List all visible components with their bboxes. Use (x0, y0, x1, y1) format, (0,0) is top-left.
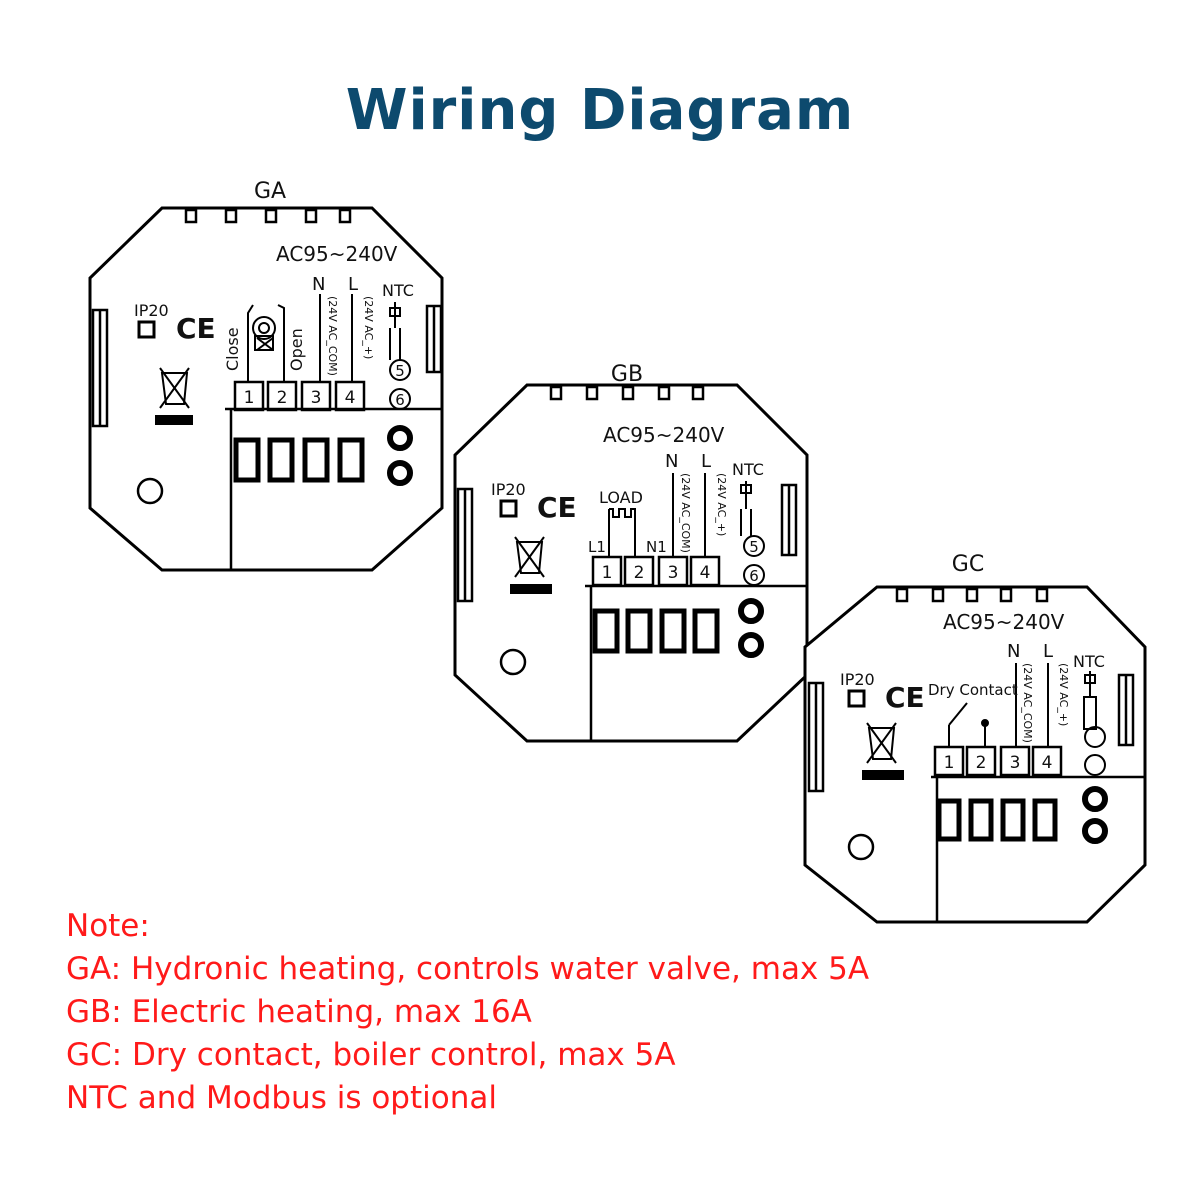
voltage-label: AC95~240V (276, 242, 398, 266)
voltage-label: AC95~240V (943, 610, 1065, 634)
ce-mark: CE (885, 681, 925, 714)
weee-icon (155, 367, 193, 425)
dry-contact-switch-icon (948, 702, 989, 747)
page-title: Wiring Diagram (345, 78, 855, 143)
live-label: L (701, 451, 711, 472)
unit-label-gc: GC (952, 552, 984, 577)
com-label: (24V AC_COM) (1021, 663, 1034, 743)
note-line-gb: GB: Electric heating, max 16A (66, 994, 532, 1030)
ce-mark: CE (537, 491, 577, 524)
thermostat-gc: GC IP20 CE AC95~240V N L NTC (24V AC_COM… (803, 552, 1147, 924)
ip20-label: IP20 (134, 301, 169, 320)
ip20-box (499, 499, 518, 518)
left-clip (807, 681, 825, 793)
plus-label: (24V AC_+) (362, 296, 375, 359)
dry-contact-label: Dry Contact (928, 681, 1018, 699)
neutral-label: N (312, 274, 325, 295)
led-pair (387, 425, 413, 486)
ip20-label: IP20 (491, 480, 526, 499)
thermostat-ga: GA IP20 CE AC95~240V N L NTC (24V AC_COM… (88, 179, 444, 572)
unit-label-gb: GB (611, 362, 643, 387)
connector-block (592, 608, 720, 654)
ip20-box (847, 689, 866, 708)
plus-label: (24V AC_+) (715, 473, 728, 536)
ntc-label: NTC (732, 460, 764, 479)
mount-hole (136, 477, 164, 505)
ntc-terminal-6: 6 (395, 391, 405, 409)
plus-label: (24V AC_+) (1057, 663, 1070, 726)
terminal-1: 1 (602, 563, 613, 583)
unit-label-ga: GA (254, 179, 286, 204)
weee-icon (510, 536, 552, 594)
com-label: (24V AC_COM) (679, 473, 692, 553)
load-label: LOAD (599, 488, 643, 507)
mount-hole (499, 648, 527, 676)
ntc-probe (740, 481, 765, 586)
terminal-4: 4 (345, 388, 356, 408)
terminal-3: 3 (1010, 753, 1021, 773)
terminal-2: 2 (634, 563, 645, 583)
note-heading: Note: (66, 908, 150, 944)
terminal-1: 1 (244, 388, 255, 408)
terminal-block (933, 745, 1063, 777)
load-heater-icon (608, 508, 636, 557)
top-tabs (895, 587, 1049, 603)
ntc-terminal-6: 6 (749, 567, 759, 585)
voltage-label: AC95~240V (603, 423, 725, 447)
left-clip (91, 308, 109, 428)
housing-outline (803, 585, 1147, 924)
ntc-label: NTC (382, 281, 414, 300)
top-tabs (184, 208, 352, 224)
right-clip (425, 304, 443, 374)
right-clip (780, 483, 798, 557)
terminal-2: 2 (976, 753, 987, 773)
live-label: L (1043, 641, 1053, 662)
led-pair (738, 598, 764, 658)
ntc-probe (1083, 671, 1106, 776)
close-label: Close (223, 327, 242, 371)
thermostat-gb: GB IP20 CE AC95~240V N L NTC (24V AC_COM… (453, 362, 809, 743)
terminal-3: 3 (668, 563, 679, 583)
left-clip (456, 487, 474, 603)
ce-mark: CE (176, 312, 216, 345)
n1-label: N1 (646, 538, 667, 556)
terminal-block (233, 380, 366, 412)
notes: Note: GA: Hydronic heating, controls wat… (66, 905, 869, 1120)
ip20-label: IP20 (840, 670, 875, 689)
terminal-4: 4 (700, 563, 711, 583)
valve-icon (247, 304, 285, 382)
weee-icon (862, 722, 904, 780)
open-label: Open (287, 328, 306, 371)
connector-block (233, 437, 365, 483)
terminal-4: 4 (1042, 753, 1053, 773)
ntc-label: NTC (1073, 652, 1105, 671)
note-line-gc: GC: Dry contact, boiler control, max 5A (66, 1037, 676, 1073)
neutral-label: N (665, 451, 678, 472)
mount-hole (847, 833, 875, 861)
ntc-probe (389, 302, 411, 410)
connector-block (936, 798, 1058, 842)
live-label: L (348, 274, 358, 295)
com-label: (24V AC_COM) (326, 296, 339, 376)
terminal-3: 3 (311, 388, 322, 408)
ntc-terminal-5: 5 (395, 362, 405, 380)
right-clip (1117, 673, 1135, 747)
terminal-1: 1 (944, 753, 955, 773)
ntc-terminal-5: 5 (749, 538, 759, 556)
note-line-ga: GA: Hydronic heating, controls water val… (66, 951, 870, 987)
top-tabs (549, 385, 705, 401)
ip20-box (137, 320, 156, 339)
neutral-label: N (1007, 641, 1020, 662)
l1-label: L1 (588, 538, 606, 556)
terminal-block (591, 555, 721, 587)
terminal-2: 2 (277, 388, 288, 408)
note-line-optional: NTC and Modbus is optional (66, 1080, 497, 1116)
led-pair (1082, 786, 1108, 844)
